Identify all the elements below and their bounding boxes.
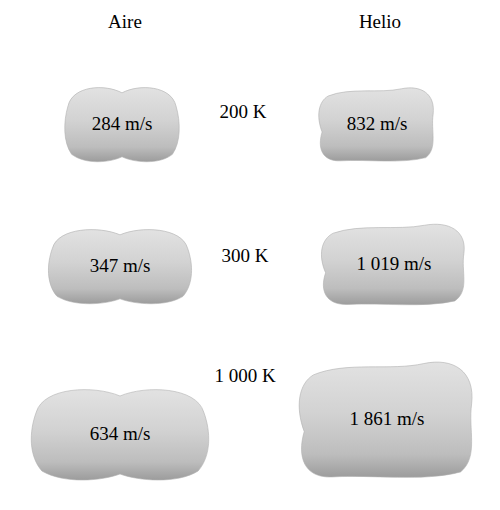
blob-shape [48, 230, 191, 304]
speed-value: 1 861 m/s [350, 408, 425, 430]
temperature-label: 1 000 K [212, 365, 277, 387]
speed-value: 1 019 m/s [357, 253, 432, 275]
air-speed-blob: 634 m/s [27, 384, 213, 484]
column-header: Aire [106, 11, 144, 33]
speed-value: 634 m/s [90, 423, 151, 445]
column-header: Helio [357, 11, 403, 33]
blob-shape [31, 390, 208, 480]
air-speed-blob: 284 m/s [62, 83, 182, 165]
helium-speed-blob: 1 861 m/s [295, 356, 479, 482]
speed-value: 832 m/s [347, 113, 408, 135]
blob-shape [321, 224, 464, 305]
temperature-label: 300 K [220, 245, 271, 267]
blob-shape [65, 88, 179, 162]
helium-speed-blob: 832 m/s [316, 84, 438, 164]
speed-value: 347 m/s [90, 255, 151, 277]
blob-shape [319, 88, 434, 161]
temperature-label: 200 K [218, 101, 269, 123]
blob-shape [299, 362, 472, 477]
helium-speed-blob: 1 019 m/s [318, 220, 470, 308]
speed-value: 284 m/s [92, 113, 153, 135]
air-speed-blob: 347 m/s [45, 225, 195, 307]
